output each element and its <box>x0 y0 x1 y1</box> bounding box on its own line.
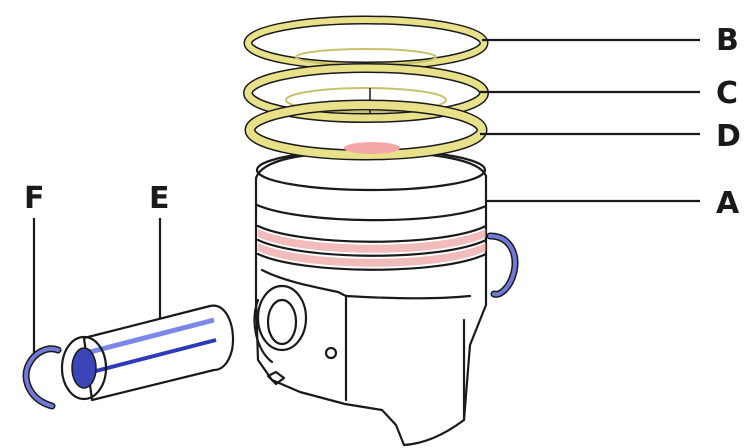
label-c: C <box>716 76 738 111</box>
piston-body <box>254 150 486 445</box>
piston-ring-b <box>248 20 484 66</box>
circlip-f <box>26 349 58 406</box>
oil-hole <box>326 348 336 358</box>
gudgeon-pin <box>62 306 233 400</box>
pin-bore <box>258 286 306 350</box>
label-e: E <box>149 181 170 216</box>
label-d: D <box>716 119 741 154</box>
circlip-right <box>490 236 515 294</box>
label-b: B <box>716 23 739 58</box>
label-f: F <box>24 181 45 216</box>
ring-groove-1 <box>257 205 486 220</box>
label-a: A <box>716 186 740 221</box>
